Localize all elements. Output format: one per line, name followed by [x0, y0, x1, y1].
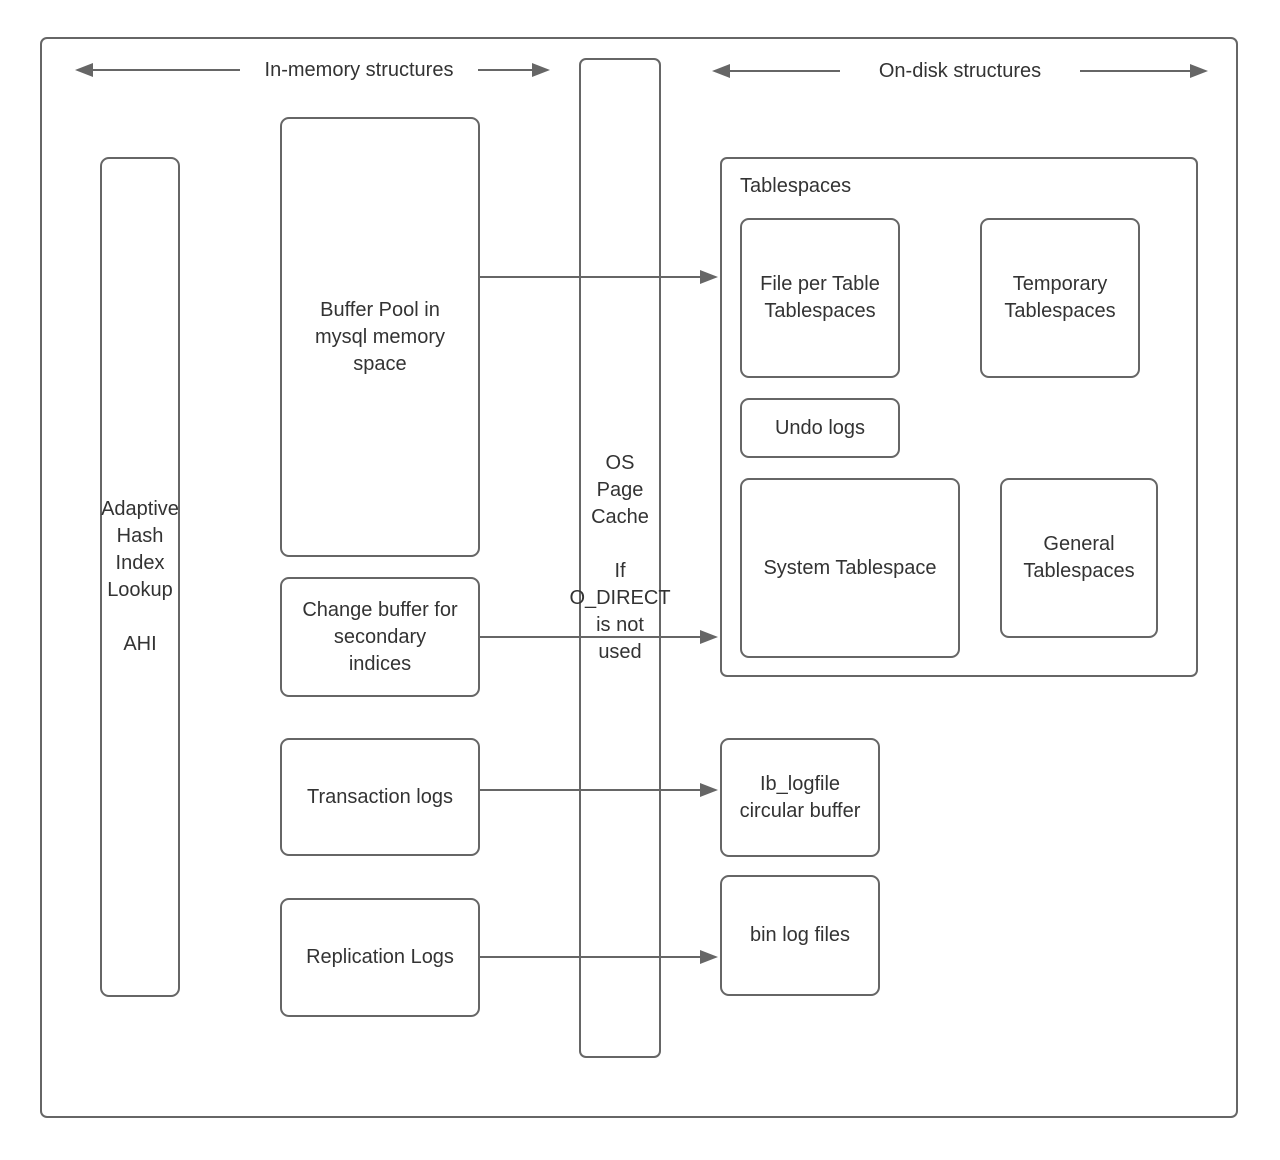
arrowhead-right-icon	[532, 63, 550, 77]
node-replication-logs: Replication Logs	[280, 898, 480, 1017]
node-adaptive-hash-index-label: Adaptive Hash Index Lookup AHI	[101, 498, 179, 655]
node-bin-log-files-label: bin log files	[749, 924, 851, 946]
arrow-line	[480, 636, 701, 638]
arrowhead-right-icon	[700, 630, 718, 644]
arrowhead-right-icon	[700, 783, 718, 797]
node-ib-logfile-label: Ib_logfile circular buffer	[739, 772, 861, 822]
in-memory-header-label: In-memory structures	[264, 59, 454, 81]
node-buffer-pool-label: Buffer Pool in mysql memory space	[314, 298, 445, 375]
on-disk-header-line-right	[1080, 70, 1190, 72]
node-buffer-pool: Buffer Pool in mysql memory space	[280, 117, 480, 557]
arrowhead-right-icon	[700, 270, 718, 284]
on-disk-header-label: On-disk structures	[878, 60, 1042, 82]
node-transaction-logs: Transaction logs	[280, 738, 480, 856]
node-bin-log-files: bin log files	[720, 875, 880, 996]
group-tablespaces-label: Tablespaces	[740, 175, 852, 197]
arrow-line	[480, 276, 701, 278]
in-memory-header-line-right	[478, 69, 532, 71]
node-undo-logs-label: Undo logs	[774, 416, 866, 439]
node-os-page-cache: OS Page Cache If O_DIRECT is not used	[569, 58, 671, 1058]
arrow-line	[480, 789, 701, 791]
arrowhead-left-icon	[712, 64, 730, 78]
arrowhead-right-icon	[1190, 64, 1208, 78]
node-file-per-table-tablespaces: File per Table Tablespaces	[740, 218, 900, 378]
node-system-tablespace-label: System Tablespace	[763, 556, 937, 579]
node-transaction-logs-label: Transaction logs	[307, 785, 453, 808]
node-ib-logfile: Ib_logfile circular buffer	[720, 738, 880, 857]
node-os-page-cache-label: OS Page Cache If O_DIRECT is not used	[569, 452, 671, 663]
arrowhead-right-icon	[700, 950, 718, 964]
node-system-tablespace: System Tablespace	[740, 478, 960, 658]
node-replication-logs-label: Replication Logs	[306, 946, 454, 968]
node-file-per-table-tablespaces-label: File per Table Tablespaces	[760, 273, 880, 322]
in-memory-header-line-left	[92, 69, 240, 71]
node-general-tablespaces-label: General Tablespaces	[1023, 533, 1135, 582]
node-undo-logs: Undo logs	[740, 398, 900, 458]
node-change-buffer-label: Change buffer for secondary indices	[302, 598, 458, 675]
node-adaptive-hash-index: Adaptive Hash Index Lookup AHI	[100, 157, 180, 997]
node-temporary-tablespaces: Temporary Tablespaces	[980, 218, 1140, 378]
node-general-tablespaces: General Tablespaces	[1000, 478, 1158, 638]
arrow-line	[480, 956, 701, 958]
arrowhead-left-icon	[75, 63, 93, 77]
on-disk-header-line-left	[729, 70, 840, 72]
node-change-buffer: Change buffer for secondary indices	[280, 577, 480, 697]
node-temporary-tablespaces-label: Temporary Tablespaces	[1004, 273, 1116, 322]
